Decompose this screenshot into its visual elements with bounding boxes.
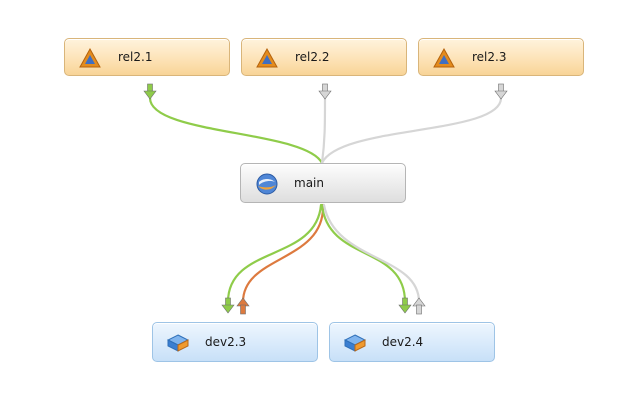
merge-down-arrow-icon[interactable] <box>318 83 332 100</box>
flow-dev2-4-to-main <box>322 203 421 304</box>
flow-rel2-2-to-main <box>320 96 327 165</box>
merge-down-arrow-icon[interactable] <box>221 297 235 314</box>
flow-main-to-dev2-3 <box>226 203 323 304</box>
merge-down-arrow-icon[interactable] <box>143 83 157 100</box>
merge-down-arrow-icon[interactable] <box>494 83 508 100</box>
merge-down-arrow-icon[interactable] <box>398 297 412 314</box>
development-stream-icon <box>344 334 366 352</box>
copy-up-arrow-icon[interactable] <box>236 297 250 315</box>
stream-node-rel2-3[interactable]: rel2.3 <box>418 38 584 76</box>
flow-main-to-dev2-4 <box>320 203 407 304</box>
stream-label: rel2.1 <box>118 50 153 64</box>
stream-node-main[interactable]: main <box>240 163 406 203</box>
stream-label: rel2.3 <box>472 50 507 64</box>
copy-up-arrow-icon[interactable] <box>412 297 426 315</box>
development-stream-icon <box>167 334 189 352</box>
flow-rel2-1-to-main <box>148 96 324 165</box>
stream-label: dev2.3 <box>205 335 247 349</box>
mainline-stream-icon <box>256 173 278 195</box>
release-stream-icon <box>256 48 278 68</box>
stream-node-rel2-2[interactable]: rel2.2 <box>241 38 407 76</box>
stream-label: dev2.4 <box>382 335 424 349</box>
release-stream-icon <box>79 48 101 68</box>
flow-dev2-3-to-main <box>241 203 325 304</box>
stream-label: main <box>294 176 324 190</box>
stream-node-dev2-4[interactable]: dev2.4 <box>329 322 495 362</box>
release-stream-icon <box>433 48 455 68</box>
flow-rel2-3-to-main <box>320 96 503 165</box>
stream-node-dev2-3[interactable]: dev2.3 <box>152 322 318 362</box>
stream-label: rel2.2 <box>295 50 330 64</box>
stream-node-rel2-1[interactable]: rel2.1 <box>64 38 230 76</box>
